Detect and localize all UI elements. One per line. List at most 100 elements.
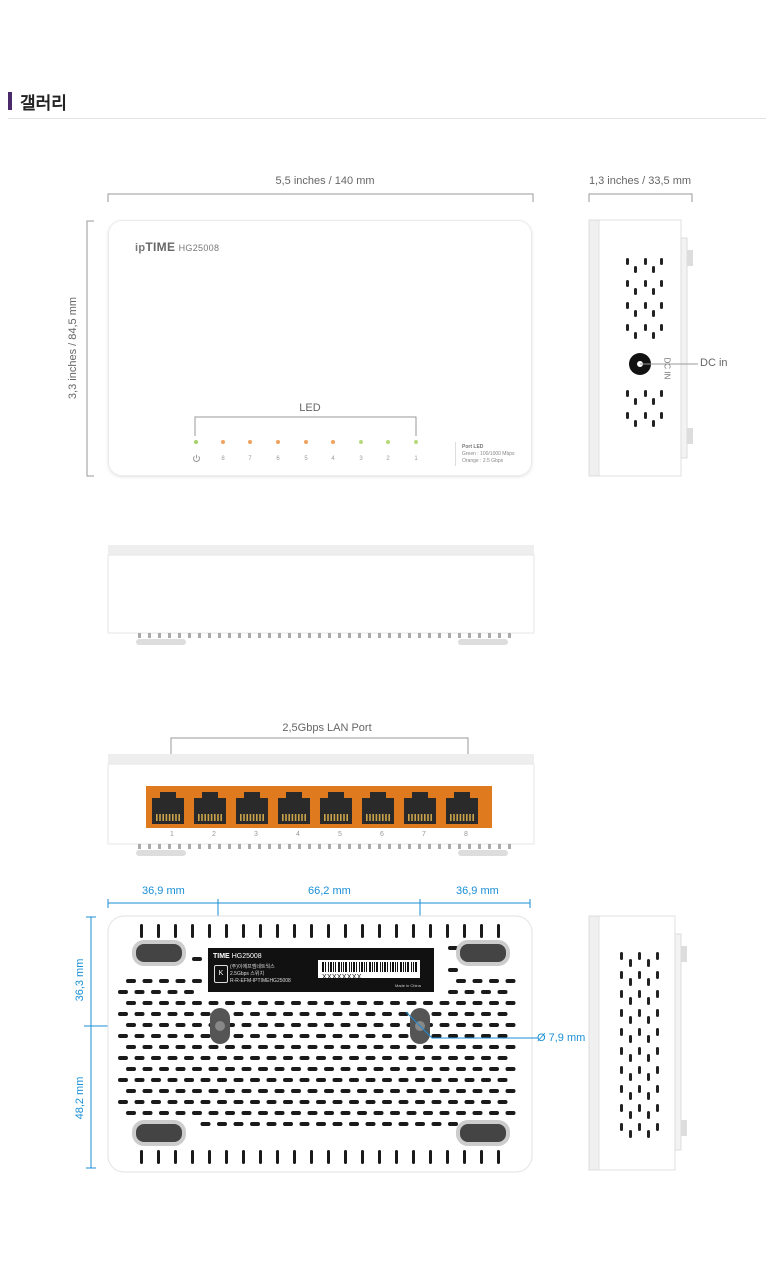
vent-slot (332, 1122, 343, 1126)
vent-slot (629, 978, 632, 986)
vent-slot (340, 1045, 351, 1049)
legend-title: Port LED (462, 444, 484, 450)
rj45-pin (388, 814, 390, 821)
vent-slot (390, 1001, 400, 1005)
vent-slot (365, 1100, 376, 1104)
vent-slot (415, 1056, 425, 1060)
legend-green: Green : 100/1000 Mbps (462, 451, 515, 457)
rj45-pin (414, 814, 416, 821)
vent-slot (225, 1150, 228, 1164)
port-led-8 (221, 440, 225, 444)
rj45-pin (420, 814, 423, 821)
vent-slot (464, 1056, 475, 1060)
vent-slot (382, 1100, 392, 1104)
vent-slot (652, 420, 655, 427)
top-width-dimension-line (107, 193, 534, 202)
vent-slot (316, 1012, 326, 1016)
vent-slot (126, 979, 136, 983)
vent-slot (644, 302, 647, 309)
vent-tooth (278, 633, 281, 638)
barcode-bar (392, 962, 394, 972)
rj45-pin (346, 814, 348, 821)
section-header: 갤러리 (8, 88, 766, 119)
rj45-pin (259, 814, 261, 821)
vent-slot (382, 1078, 392, 1082)
port-led-5 (304, 440, 308, 444)
vent-slot (208, 1111, 219, 1115)
vent-slot (456, 1089, 466, 1093)
vent-slot (634, 398, 637, 405)
vent-slot (647, 1092, 650, 1100)
vent-slot (274, 1089, 285, 1093)
rj45-pin (207, 814, 210, 821)
vent-slot (390, 1089, 400, 1093)
rj45-pin (453, 814, 455, 821)
vent-slot (208, 1045, 219, 1049)
vent-slot (373, 1089, 384, 1093)
vent-slot (626, 302, 629, 309)
rj45-pin (249, 814, 252, 821)
vent-slot (357, 1067, 367, 1071)
rj45-pin (385, 814, 387, 821)
vent-slot (192, 1089, 202, 1093)
vent-slot (142, 979, 153, 983)
vent-slot (208, 1089, 219, 1093)
vent-slot (250, 1012, 260, 1016)
vent-tooth (378, 633, 381, 638)
vent-slot (505, 1023, 516, 1027)
label-model: HG25008 (231, 953, 262, 960)
made-in-label: Made in China (395, 983, 421, 988)
rj45-pin (175, 814, 177, 821)
vent-slot (258, 1089, 268, 1093)
vent-tooth (138, 844, 141, 849)
vent-tooth (178, 844, 181, 849)
vent-slot (357, 1045, 367, 1049)
vent-slot (647, 1035, 650, 1043)
rj45-pin (336, 814, 339, 821)
rj45-pin (214, 814, 216, 821)
vent-slot (415, 1078, 425, 1082)
vent-slot (497, 1078, 508, 1082)
barcode-bar (400, 962, 402, 972)
rj45-pin (294, 814, 297, 821)
vent-slot (266, 1100, 277, 1104)
port-led-1 (414, 440, 418, 444)
vent-tooth (478, 844, 481, 849)
vent-slot (390, 1111, 400, 1115)
vent-slot (620, 1028, 623, 1036)
vent-slot (647, 997, 650, 1005)
vent-tooth (168, 633, 171, 638)
vent-slot (647, 1111, 650, 1119)
vent-slot (481, 1056, 491, 1060)
vent-slot (398, 1056, 409, 1060)
vent-slot (406, 1111, 417, 1115)
rj45-pin (411, 814, 413, 821)
vent-slot (373, 1001, 384, 1005)
vent-slot (118, 990, 128, 994)
rj45-pin (424, 814, 426, 821)
vent-slot (481, 1034, 491, 1038)
vent-slot (225, 1045, 235, 1049)
vent-slot (175, 1045, 186, 1049)
vent-slot (118, 1056, 128, 1060)
vent-slot (472, 1089, 483, 1093)
vent-slot (656, 1123, 659, 1131)
vent-slot (332, 1078, 343, 1082)
rj45-pin (159, 814, 161, 821)
vent-slot (233, 1078, 244, 1082)
vent-tooth (298, 633, 301, 638)
barcode-bar (330, 962, 332, 972)
vent-slot (415, 1100, 425, 1104)
vent-slot (626, 258, 629, 265)
section-title: 갤러리 (20, 94, 67, 113)
vent-tooth (348, 844, 351, 849)
vent-slot (656, 1047, 659, 1055)
vent-slot (266, 1034, 277, 1038)
vent-slot (151, 1100, 161, 1104)
vent-slot (382, 1034, 392, 1038)
vent-slot (412, 924, 415, 938)
vent-slot (134, 1056, 145, 1060)
vent-slot (629, 1073, 632, 1081)
side-device-drawing (588, 219, 693, 477)
vent-slot (398, 1012, 409, 1016)
